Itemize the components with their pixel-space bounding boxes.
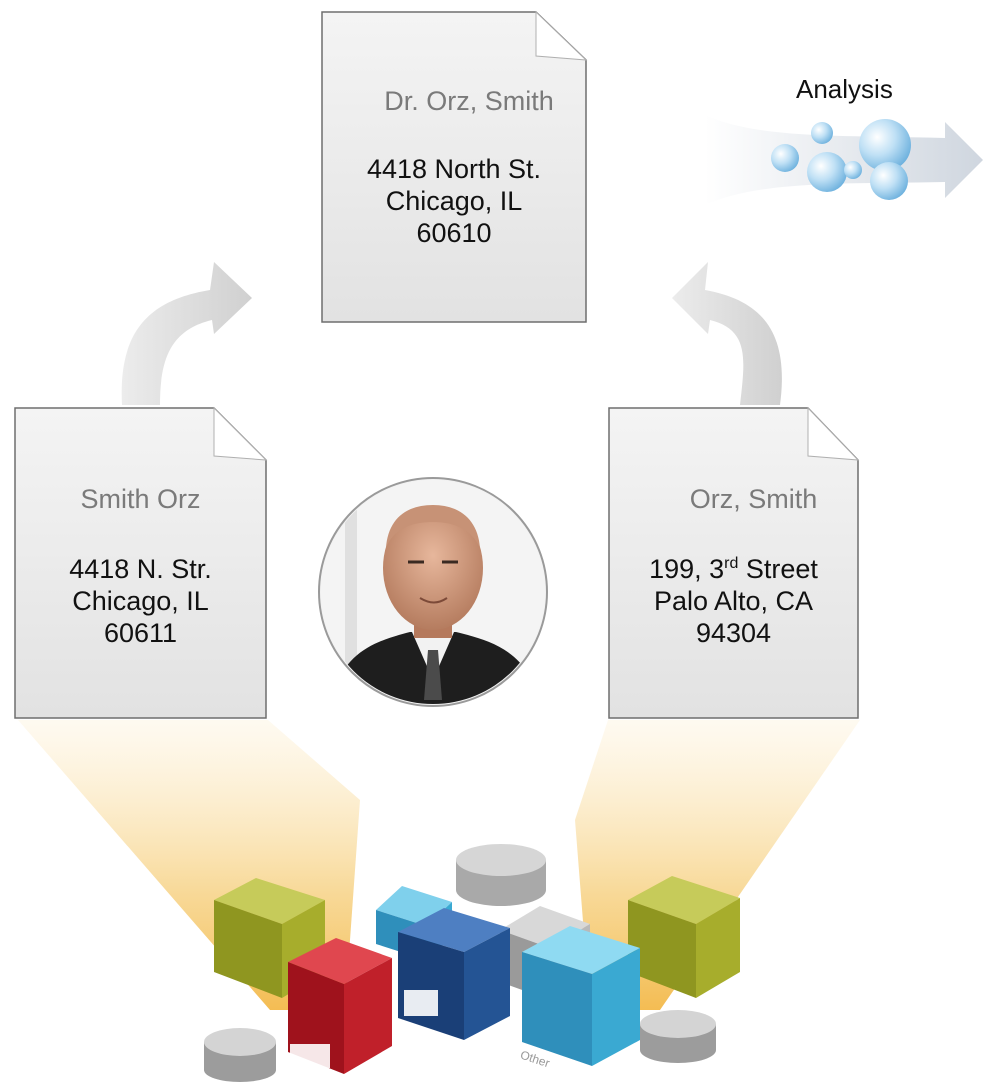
right-document-name: Orz, Smith [689,484,818,514]
right-document-zip: 94304 [695,618,772,648]
left-document-text: Smith Orz 4418 N. Str. Chicago, IL 60611 [15,484,266,649]
analysis-label: Analysis [796,74,893,104]
right-document-street: 199, 3rd Street [649,554,818,584]
left-document-name: Smith Orz [80,484,201,514]
top-document-city: Chicago, IL [385,186,523,216]
left-curved-arrow [121,262,252,405]
olive-cube-right [628,876,740,998]
right-curved-arrow [672,262,782,405]
left-document-zip: 60611 [103,618,178,648]
person-photo [318,477,548,707]
cyan-cube-large [522,926,640,1066]
data-sources-cluster [204,844,740,1082]
top-document-name: Dr. Orz, Smith [384,86,554,116]
analysis-bubbles [771,119,911,200]
database-cylinder-back [456,844,546,906]
database-cylinder-left [204,1028,276,1082]
top-document-zip: 60610 [416,218,492,248]
left-document [14,406,268,719]
top-document-text: Dr. Orz, Smith 4418 North St. Chicago, I… [322,86,586,249]
left-document-street: 4418 N. Str. [69,554,212,584]
navy-cube [398,908,510,1040]
analysis-stream-arrow [705,115,983,205]
top-document-street: 4418 North St. [366,154,542,184]
top-document [321,10,588,323]
database-cylinder-right [640,1010,716,1063]
right-document [608,406,860,719]
right-document-text: Orz, Smith 199, 3rd Street Palo Alto, CA… [609,484,858,649]
right-document-city: Palo Alto, CA [653,586,814,616]
red-cube [288,938,392,1074]
left-document-city: Chicago, IL [72,586,209,616]
